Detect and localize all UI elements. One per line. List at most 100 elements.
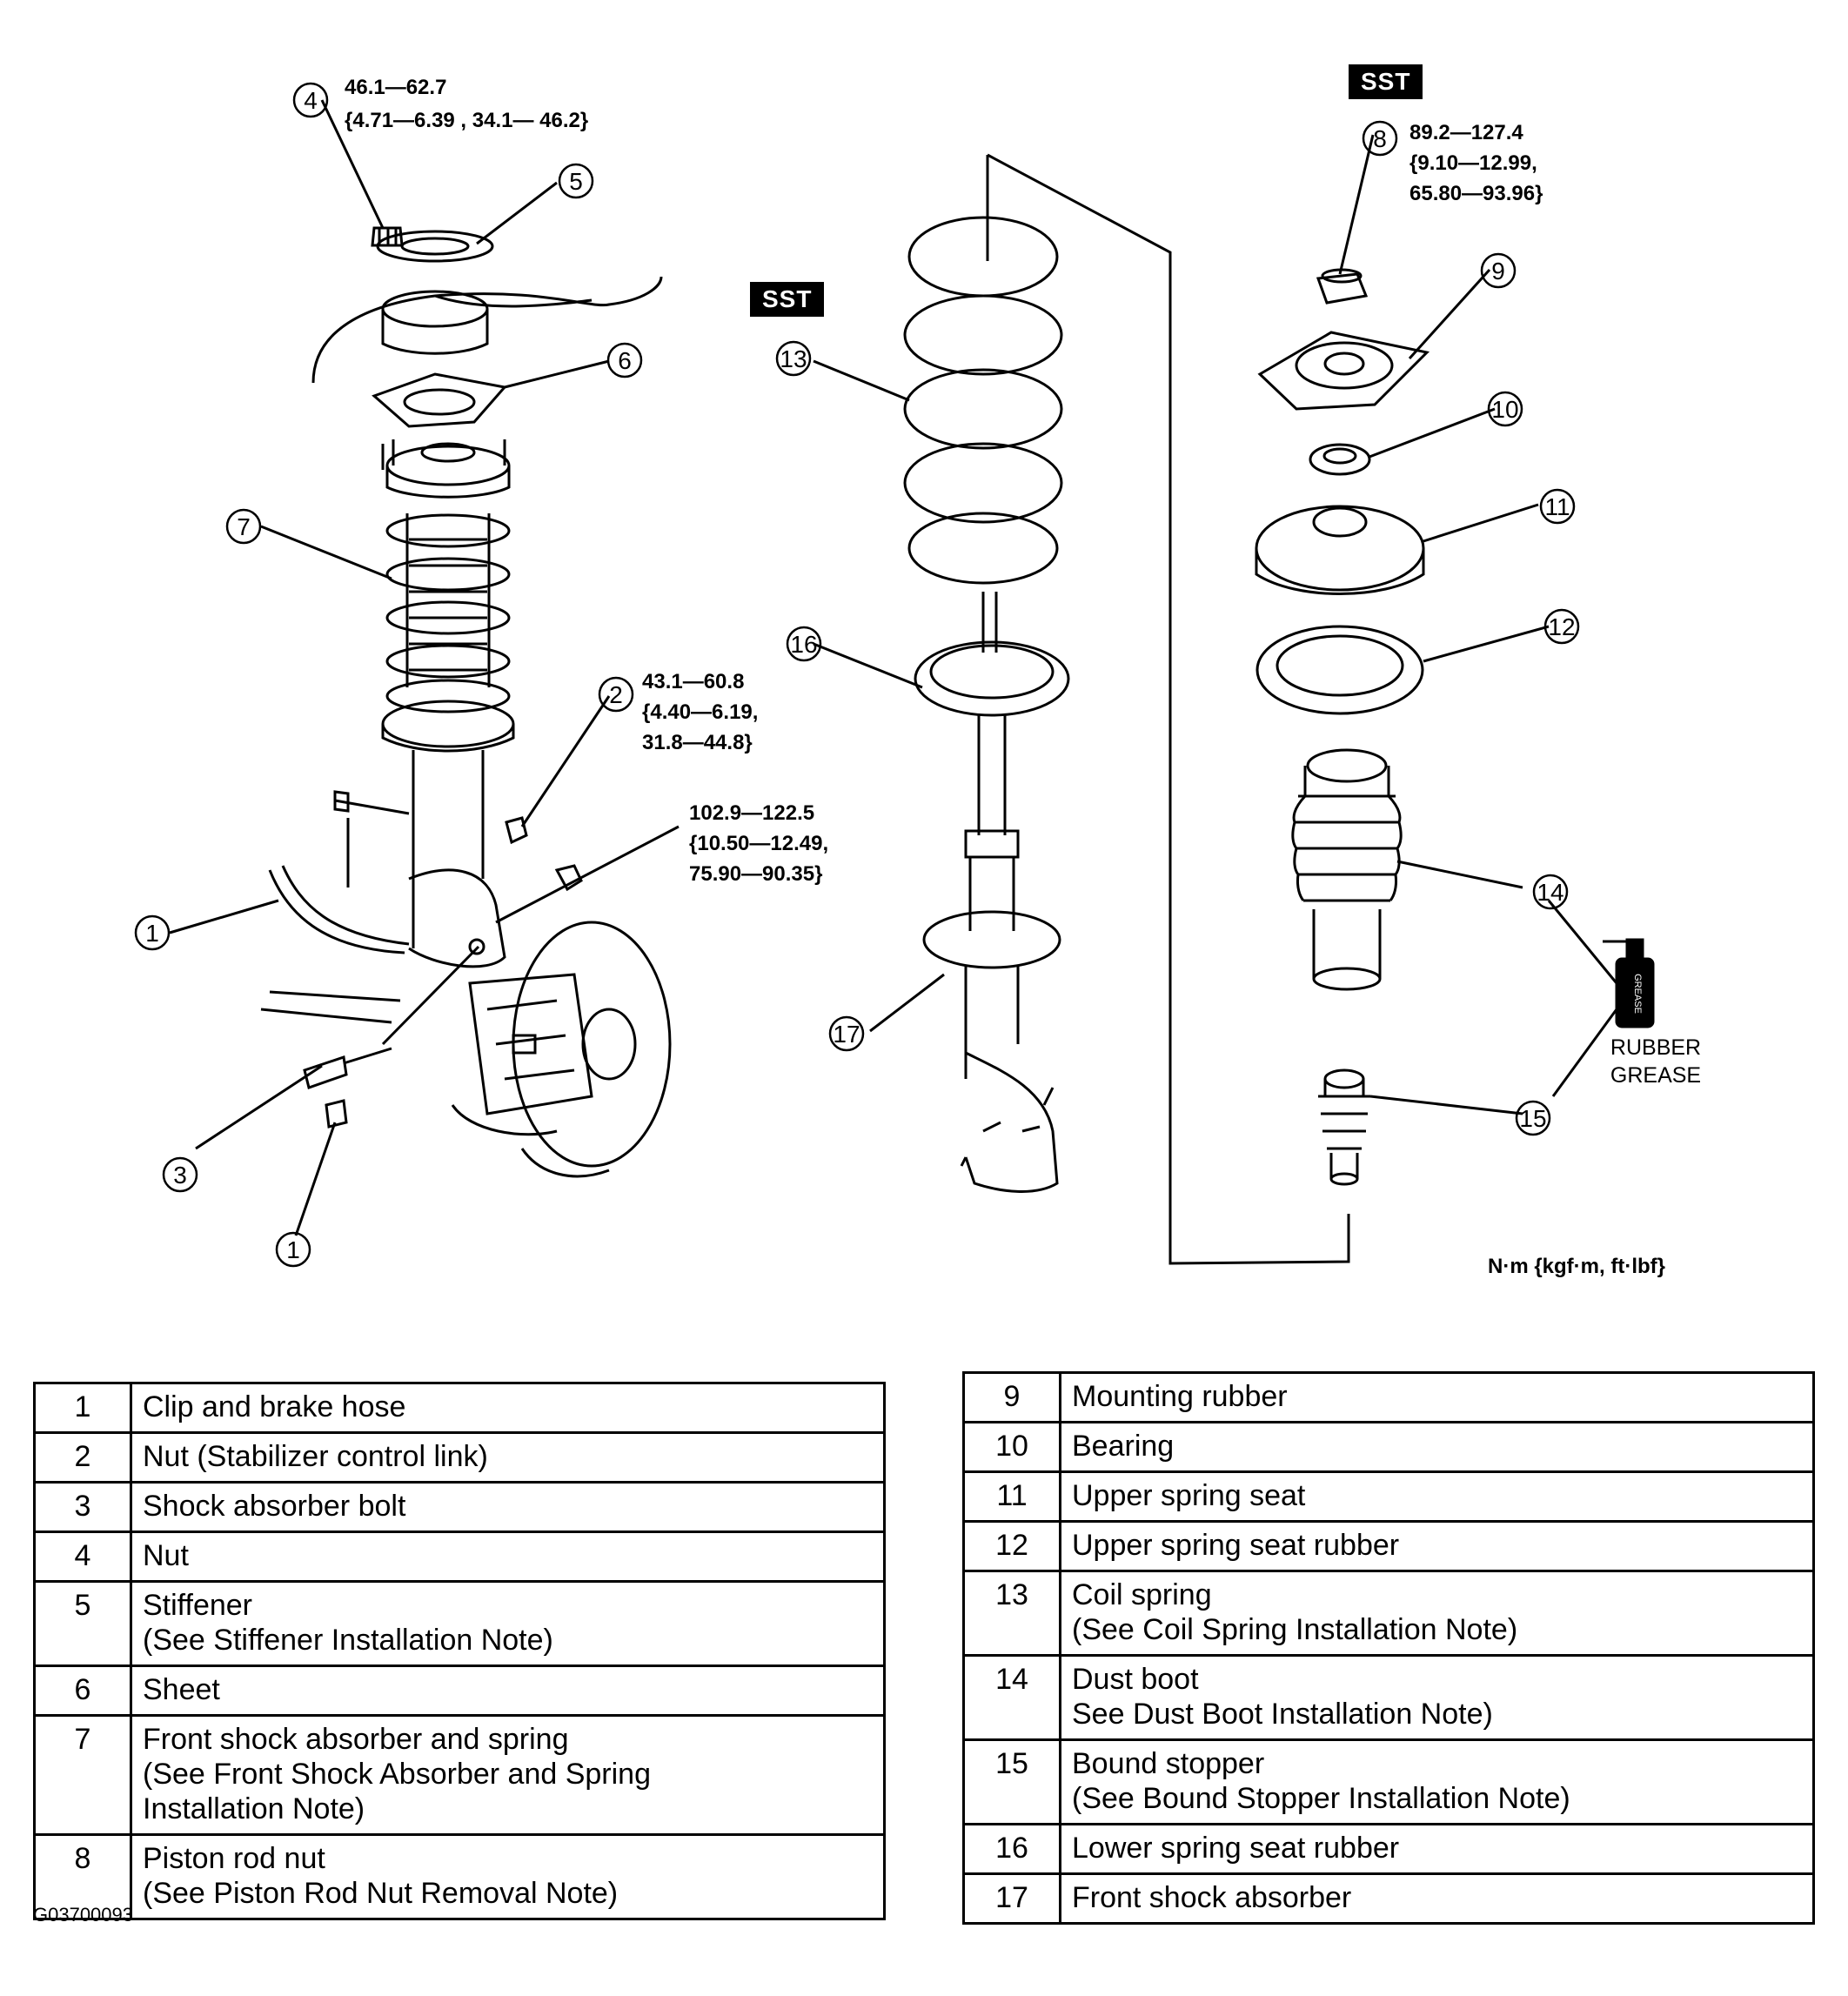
svg-text:13: 13 bbox=[780, 345, 807, 372]
part-description: Bound stopper (See Bound Stopper Install… bbox=[1059, 1738, 1815, 1825]
leader-4 bbox=[320, 99, 385, 229]
leader-12 bbox=[1423, 625, 1550, 663]
part-description: Upper spring seat rubber bbox=[1059, 1520, 1815, 1572]
units-label: N·m {kgf·m, ft·lbf} bbox=[1488, 1255, 1665, 1278]
bound-stopper bbox=[1318, 1068, 1370, 1186]
leader-17 bbox=[869, 973, 945, 1033]
callout-10: 10 bbox=[1487, 391, 1523, 427]
leader-7 bbox=[260, 525, 392, 580]
left-coil-spring bbox=[385, 513, 511, 713]
dust-boot bbox=[1291, 748, 1403, 991]
leader-16 bbox=[813, 642, 923, 689]
rubber-grease-label: RUBBER GREASE bbox=[1599, 1034, 1712, 1089]
leader-13 bbox=[813, 359, 910, 402]
callout-11: 11 bbox=[1539, 488, 1576, 525]
part-number: 3 bbox=[33, 1481, 132, 1533]
part-description: Nut bbox=[130, 1530, 886, 1583]
nut-part-4 bbox=[371, 226, 404, 247]
svg-text:10: 10 bbox=[1491, 396, 1518, 423]
part-number: 10 bbox=[962, 1421, 1061, 1473]
upper-spring-seat bbox=[1255, 505, 1425, 595]
part-description: Dust boot See Dust Boot Installation Not… bbox=[1059, 1654, 1815, 1741]
part-description: Coil spring (See Coil Spring Installatio… bbox=[1059, 1570, 1815, 1657]
part-description: Front shock absorber bbox=[1059, 1872, 1815, 1925]
lower-spring-seat-rubber bbox=[914, 640, 1070, 717]
leader-10 bbox=[1369, 407, 1496, 459]
sst-badge-middle: SST bbox=[750, 282, 825, 317]
brake-hose-clip bbox=[325, 1099, 348, 1129]
part-number: 9 bbox=[962, 1371, 1061, 1423]
part-number: 7 bbox=[33, 1714, 132, 1836]
torque-spec-nut-2: 43.1—60.8 {4.40—6.19, 31.8—44.8} bbox=[642, 670, 758, 754]
leader-3 bbox=[195, 1064, 323, 1150]
right-components: GREASE bbox=[1255, 134, 1655, 1186]
leader-6 bbox=[504, 359, 610, 389]
svg-text:{9.10—12.99,: {9.10—12.99, bbox=[1409, 151, 1537, 175]
sheet-part bbox=[372, 372, 507, 428]
svg-text:{10.50—12.49,: {10.50—12.49, bbox=[689, 832, 828, 855]
brake-disc-caliper bbox=[451, 921, 672, 1178]
coil-spring-13 bbox=[903, 155, 1063, 585]
svg-text:{4.71—6.39 , 34.1— 46.2}: {4.71—6.39 , 34.1— 46.2} bbox=[345, 109, 588, 132]
svg-text:46.1—62.7: 46.1—62.7 bbox=[345, 76, 446, 99]
callout-5: 5 bbox=[558, 163, 594, 199]
callout-15: 15 bbox=[1515, 1100, 1551, 1136]
callout-6: 6 bbox=[606, 342, 643, 378]
part-number: 6 bbox=[33, 1664, 132, 1717]
callout-9: 9 bbox=[1480, 252, 1517, 289]
leader-9 bbox=[1408, 268, 1491, 360]
part-description: Lower spring seat rubber bbox=[1059, 1823, 1815, 1875]
shock-absorber-bolt bbox=[303, 1047, 392, 1089]
group-bracket bbox=[987, 153, 1350, 1265]
svg-text:1: 1 bbox=[145, 920, 159, 947]
torque-spec-bolt: 102.9—122.5 {10.50—12.49, 75.90—90.35} bbox=[689, 801, 828, 886]
svg-text:4: 4 bbox=[304, 87, 318, 114]
callout-2: 2 bbox=[598, 676, 634, 713]
svg-text:8: 8 bbox=[1373, 125, 1387, 152]
svg-text:1: 1 bbox=[286, 1236, 300, 1263]
svg-text:9: 9 bbox=[1491, 258, 1505, 285]
svg-text:43.1—60.8: 43.1—60.8 bbox=[642, 670, 744, 693]
svg-text:14: 14 bbox=[1537, 879, 1563, 906]
part-number: 4 bbox=[33, 1530, 132, 1583]
leader-15 bbox=[1369, 1095, 1523, 1115]
part-number: 5 bbox=[33, 1580, 132, 1667]
part-description: Sheet bbox=[130, 1664, 886, 1717]
callout-17: 17 bbox=[828, 1015, 865, 1052]
svg-text:102.9—122.5: 102.9—122.5 bbox=[689, 801, 814, 825]
svg-text:7: 7 bbox=[237, 513, 251, 540]
callout-7: 7 bbox=[225, 508, 262, 545]
piston-rod-nut bbox=[1316, 272, 1369, 305]
figure-id: G03700093 bbox=[33, 1904, 133, 1926]
strut-tower-panel bbox=[311, 276, 663, 384]
svg-text:65.80—93.96}: 65.80—93.96} bbox=[1409, 182, 1543, 205]
part-number: 11 bbox=[962, 1470, 1061, 1523]
leader-8 bbox=[1338, 134, 1375, 275]
nut-part-2 bbox=[505, 816, 528, 845]
callout-markers: 4 5 6 7 2 1 3 1 13 16 17 8 9 10 11 12 14… bbox=[134, 82, 1580, 1268]
callout-13: 13 bbox=[775, 340, 812, 377]
part-number: 13 bbox=[962, 1570, 1061, 1657]
mounting-rubber bbox=[1257, 331, 1430, 411]
svg-text:12: 12 bbox=[1548, 613, 1575, 640]
torque-spec-nut-8: 89.2—127.4 {9.10—12.99, 65.80—93.96} bbox=[1409, 121, 1543, 205]
svg-text:{4.40—6.19,: {4.40—6.19, bbox=[642, 700, 758, 724]
part-description: Front shock absorber and spring (See Fro… bbox=[130, 1714, 886, 1836]
grease-label-line2: GREASE bbox=[1610, 1063, 1702, 1088]
part-number: 14 bbox=[962, 1654, 1061, 1741]
